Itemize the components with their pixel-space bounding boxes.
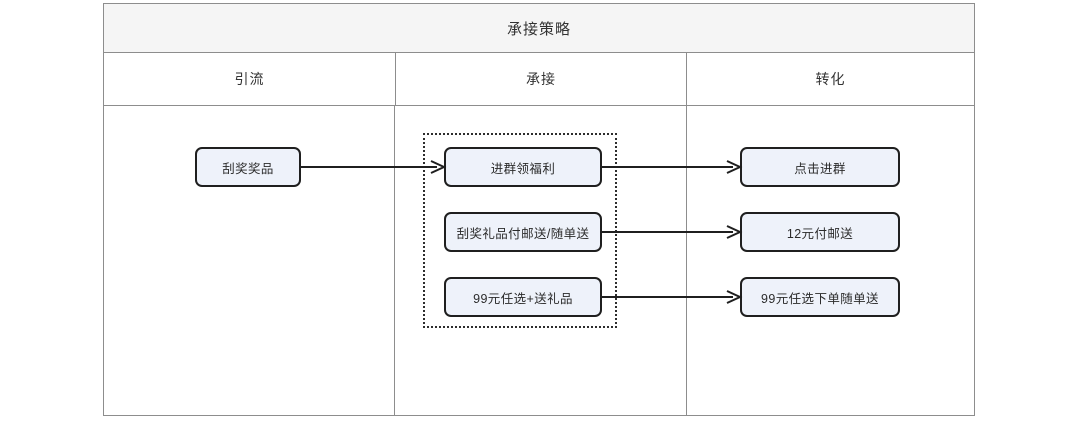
node-source-scratch-prize[interactable]: 刮奖奖品 bbox=[195, 147, 301, 187]
node-right-12-yuan-shipping[interactable]: 12元付邮送 bbox=[740, 212, 900, 252]
node-label: 进群领福利 bbox=[490, 161, 556, 176]
node-middle-gift-shipping[interactable]: 刮奖礼品付邮送/随单送 bbox=[444, 212, 602, 252]
column-header-label: 承接 bbox=[526, 71, 556, 87]
node-middle-99-choice-gift[interactable]: 99元任选+送礼品 bbox=[444, 277, 602, 317]
strategy-table: 承接策略 引流 承接 转化 bbox=[103, 3, 975, 416]
node-label: 99元任选下单随单送 bbox=[761, 291, 879, 306]
column-divider-1 bbox=[394, 106, 395, 415]
column-header-chengjie: 承接 bbox=[395, 53, 687, 105]
node-label: 刮奖礼品付邮送/随单送 bbox=[456, 226, 590, 241]
node-middle-join-group-welfare[interactable]: 进群领福利 bbox=[444, 147, 602, 187]
node-right-click-join-group[interactable]: 点击进群 bbox=[740, 147, 900, 187]
column-header-liuliang: 引流 bbox=[104, 53, 395, 105]
table-title: 承接策略 bbox=[506, 20, 571, 38]
grouping-dashed-box bbox=[423, 133, 617, 328]
node-label: 99元任选+送礼品 bbox=[473, 291, 573, 306]
column-divider-2 bbox=[686, 106, 687, 415]
node-label: 点击进群 bbox=[794, 161, 846, 176]
column-header-label: 引流 bbox=[234, 71, 265, 87]
table-header: 承接策略 bbox=[104, 4, 974, 53]
column-header-label: 转化 bbox=[815, 71, 846, 87]
node-right-99-order-with-gift[interactable]: 99元任选下单随单送 bbox=[740, 277, 900, 317]
node-label: 12元付邮送 bbox=[786, 226, 854, 241]
table-column-headers: 引流 承接 转化 bbox=[104, 53, 974, 106]
node-label: 刮奖奖品 bbox=[222, 161, 274, 176]
column-header-zhuanhua: 转化 bbox=[687, 53, 974, 105]
